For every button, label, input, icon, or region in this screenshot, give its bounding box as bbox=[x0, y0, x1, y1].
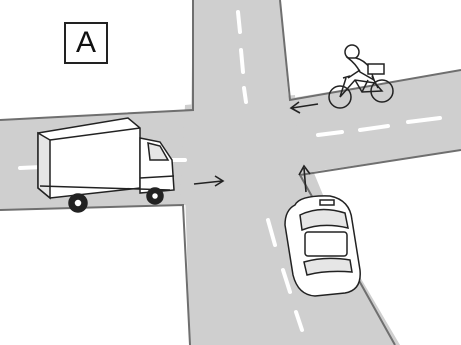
truck-windshield bbox=[147, 142, 170, 161]
car bbox=[284, 195, 361, 297]
edge-top-left bbox=[0, 0, 194, 121]
car-rear-window bbox=[303, 257, 353, 276]
lane-markings bbox=[18, 10, 442, 332]
road-right-arm bbox=[280, 70, 461, 175]
edge-bottom-right bbox=[298, 149, 461, 345]
bicycle-front-wheel bbox=[328, 85, 352, 109]
road-center-fill bbox=[180, 95, 300, 200]
scenario-label: A bbox=[64, 22, 108, 64]
bicycle-rider bbox=[344, 44, 385, 93]
car-direction-arrow-up bbox=[298, 164, 311, 193]
truck-direction-arrow-right bbox=[193, 175, 225, 187]
car-roof bbox=[304, 231, 348, 257]
bicycle-frame bbox=[339, 79, 384, 98]
bicycle bbox=[328, 44, 394, 109]
car-windshield bbox=[299, 208, 349, 232]
edge-bottom-left bbox=[0, 203, 191, 345]
truck bbox=[37, 117, 175, 213]
edge-top-right bbox=[279, 0, 461, 102]
truck-cargo-side bbox=[37, 131, 51, 200]
bicycle-direction-arrow-left bbox=[289, 101, 319, 114]
direction-arrows bbox=[193, 101, 319, 193]
rider-helmet bbox=[344, 44, 360, 60]
